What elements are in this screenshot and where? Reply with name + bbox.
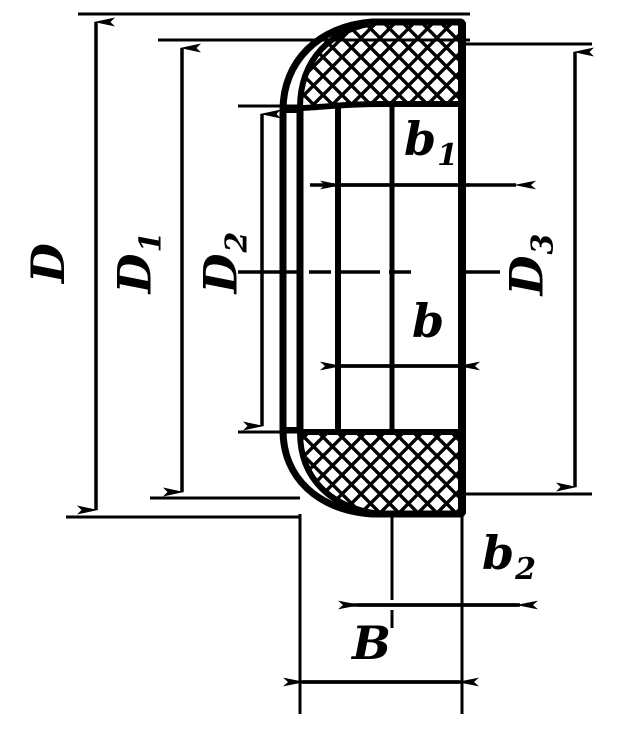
dimension-label-B: B (352, 620, 391, 666)
dimension-label-b1-subscript: 1 (437, 138, 459, 173)
vertical-dimension-lines (77, 17, 594, 515)
dimension-label-b2: b2 (482, 530, 536, 585)
extension-lines (66, 12, 592, 519)
dimension-label-D3-symbol: D (499, 255, 554, 296)
dimension-label-b1: b1 (404, 116, 458, 171)
dimension-label-D1-symbol: D (107, 253, 162, 294)
dimension-label-b2-symbol: b (482, 526, 515, 580)
dimension-label-D3-subscript: 3 (525, 233, 561, 255)
dimension-label-D: D (21, 243, 75, 283)
dimension-label-b2-subscript: 2 (515, 552, 537, 587)
dimension-label-B-symbol: B (352, 616, 391, 670)
dimension-label-D2: D2 (193, 232, 254, 294)
dimension-label-b1-symbol: b (404, 112, 437, 166)
fillet-curve-upper (279, 18, 462, 111)
section-body (279, 18, 466, 714)
dimension-label-D-symbol: D (20, 243, 75, 283)
horizontal-dimension-lines (283, 180, 538, 687)
dimension-label-D1-subscript: 1 (133, 231, 169, 253)
dimension-label-b: b (412, 298, 444, 344)
dimension-label-D2-subscript: 2 (219, 231, 255, 253)
dimension-label-D1: D1 (107, 232, 168, 294)
dimension-label-D2-symbol: D (193, 253, 248, 294)
fillet-curve-lower (279, 429, 462, 518)
dimension-label-D3: D3 (499, 234, 560, 296)
dimension-label-b-symbol: b (412, 294, 445, 348)
